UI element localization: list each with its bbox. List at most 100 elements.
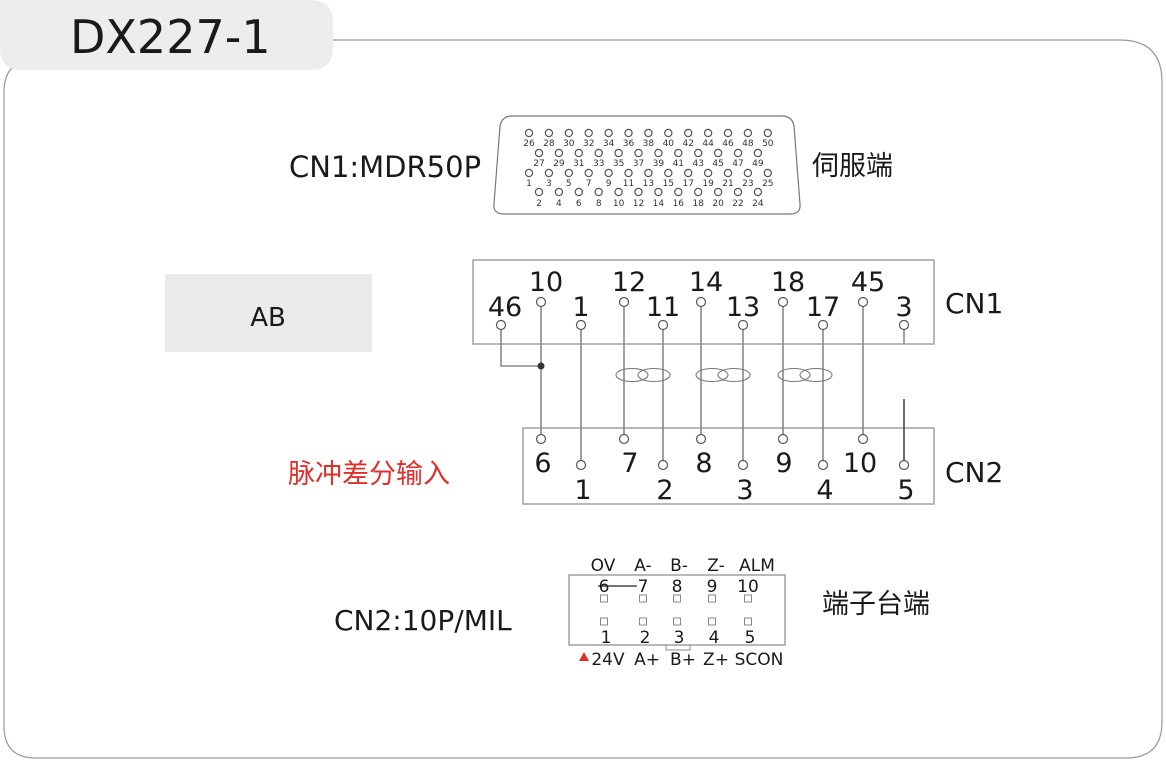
terminal-pin: [744, 617, 752, 626]
db50-pin: [614, 187, 623, 197]
db50-pin-label: 20: [712, 199, 724, 209]
db50-pin: [703, 128, 713, 138]
cn1-pin-label: 13: [726, 292, 760, 323]
db50-pin: [554, 148, 564, 158]
terminal-pin-number: 2: [640, 628, 651, 648]
cn2-pin-label: 1: [574, 475, 591, 506]
terminal-pin: [639, 617, 647, 626]
terminal-side-label: 端子台端: [822, 589, 930, 620]
db50-pin-label: 45: [712, 159, 723, 169]
cn2-pin-label: 8: [695, 448, 712, 479]
db50-pin-label: 21: [722, 179, 733, 189]
db50-pin: [564, 128, 574, 138]
terminal-pin-number: 10: [737, 577, 759, 597]
db50-pin-label: 36: [623, 139, 635, 149]
db50-pin-label: 11: [623, 179, 634, 189]
db50-pin-label: 28: [543, 139, 555, 149]
cn2-pin: [657, 459, 669, 471]
pin3-key: [665, 644, 691, 651]
cn2-box: [522, 427, 935, 505]
cn1-pin-label: 14: [689, 267, 723, 298]
db50-pin-label: 49: [752, 159, 764, 169]
db50-pin-label: 30: [563, 139, 575, 149]
cn2-pin: [857, 433, 869, 445]
terminal-signal-label: Z-: [707, 556, 724, 576]
db50-pin-label: 8: [596, 199, 602, 209]
cn1-pin: [695, 296, 707, 308]
terminal-pin: [639, 594, 647, 603]
db50-pin-label: 13: [643, 179, 654, 189]
ab-box: [165, 274, 372, 352]
cn1-pin: [495, 319, 507, 331]
db50-pin: [753, 187, 763, 197]
db50-pin-label: 10: [613, 199, 625, 209]
db50-pin-label: 25: [762, 179, 773, 189]
db50-pin: [584, 168, 593, 178]
cn1-box: [472, 259, 935, 345]
terminal-pin-number: 9: [707, 577, 718, 597]
db50-pin: [524, 168, 534, 178]
cn1-pin-label: 46: [488, 292, 522, 323]
db50-pin: [594, 187, 603, 197]
db50-pin: [644, 128, 653, 138]
db50-pin: [534, 187, 544, 197]
cn1-pin: [657, 319, 669, 331]
db50-pin-label: 23: [742, 179, 753, 189]
db50-pin: [723, 168, 733, 178]
db50-pin: [713, 148, 723, 158]
cn1-pin: [618, 296, 630, 308]
db50-pin-label: 41: [673, 159, 684, 169]
db50-pin: [614, 148, 623, 158]
db50-pin: [703, 168, 713, 178]
db50-pin: [694, 187, 703, 197]
terminal-signal-label: A-: [634, 556, 651, 576]
db50-pin-label: 43: [692, 159, 703, 169]
db50-pin: [743, 128, 753, 138]
db50-pin: [713, 187, 723, 197]
db50-pin-label: 35: [613, 159, 624, 169]
db50-connector-outline: [493, 115, 801, 215]
junction-dot: [537, 362, 545, 370]
db50-pin-label: 24: [752, 199, 764, 209]
cn2-pin: [737, 459, 749, 471]
cn2-pin-label: 6: [534, 448, 551, 479]
db50-pin-label: 40: [663, 139, 675, 149]
terminal-pin-number: 4: [709, 628, 720, 648]
cn1-pin-label: 3: [895, 292, 912, 323]
db50-pin: [763, 128, 773, 138]
db50-pin: [574, 148, 584, 158]
cn1-pin: [857, 296, 869, 308]
twisted-pair-markers: [615, 367, 833, 383]
terminal-signal-label: OV: [591, 556, 616, 576]
db50-pin: [694, 148, 703, 158]
db50-pin: [594, 148, 603, 158]
db50-pin: [664, 128, 673, 138]
db50-pin: [684, 168, 693, 178]
db50-pin-label: 32: [583, 139, 594, 149]
terminal-pin: [744, 594, 752, 603]
cn1-pin-label: 17: [806, 292, 840, 323]
db50-pin-label: 38: [643, 139, 655, 149]
db50-pin-label: 39: [653, 159, 665, 169]
db50-pin: [733, 187, 743, 197]
db50-pin: [534, 148, 544, 158]
db50-pin-label: 48: [742, 139, 754, 149]
db50-pin-label: 1: [526, 179, 532, 189]
title: DX227-1: [70, 10, 271, 64]
terminal-pin: [708, 617, 716, 626]
cn1-pin-label: 45: [851, 267, 885, 298]
pin1-marker-triangle-icon: [579, 652, 589, 661]
cn2-pin: [898, 459, 910, 471]
cn1-pin: [817, 319, 829, 331]
db50-pin-label: 7: [586, 179, 592, 189]
db50-pin: [624, 168, 633, 178]
db50-pin: [544, 128, 554, 138]
terminal-pin-number: 1: [601, 628, 612, 648]
terminal-connector-label: CN2:10P/MIL: [334, 604, 512, 637]
db50-pin: [564, 168, 574, 178]
terminal-pin-number: 5: [745, 628, 756, 648]
db50-pin: [654, 148, 663, 158]
db50-pin-label: 17: [682, 179, 693, 189]
